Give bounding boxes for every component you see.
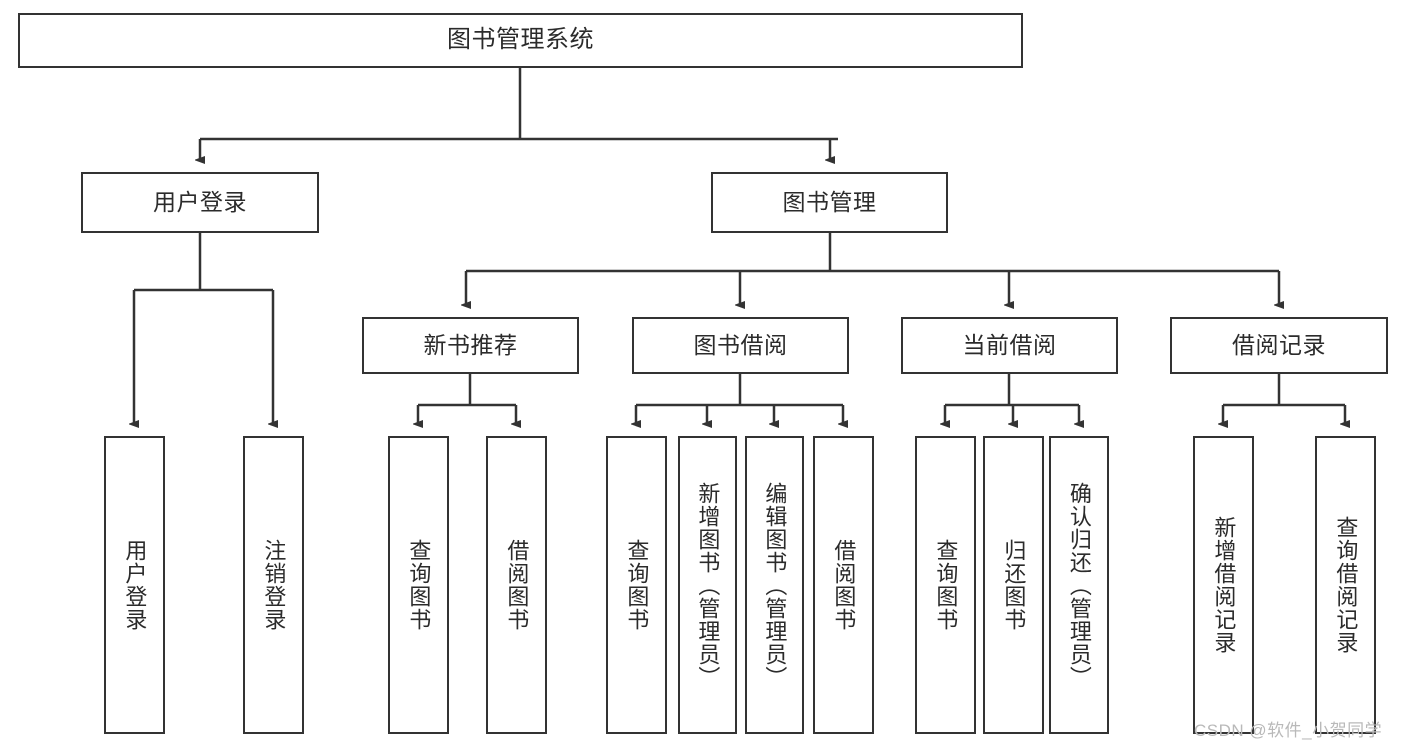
csdn-watermark: CSDN @软件_小贺同学 — [1194, 721, 1383, 740]
node-current-borrow-label: 当前借阅 — [962, 331, 1057, 358]
edge-group-borrow-record — [1223, 374, 1345, 424]
node-book-manage[interactable]: 图书管理 — [711, 172, 948, 233]
leaf-confirm-return-label: 确认归还（管理员） — [1066, 481, 1092, 689]
leaf-query-book[interactable]: 查询图书 — [606, 436, 667, 734]
node-borrow-record[interactable]: 借阅记录 — [1170, 317, 1388, 374]
edge-group-root — [200, 68, 838, 160]
edge-group-new-book-rec — [418, 374, 516, 424]
leaf-borrow-book-label: 借阅图书 — [831, 539, 857, 631]
leaf-user-login[interactable]: 用户登录 — [104, 436, 165, 734]
leaf-query-record[interactable]: 查询借阅记录 — [1315, 436, 1376, 734]
node-root[interactable]: 图书管理系统 — [18, 13, 1023, 68]
node-book-manage-label: 图书管理 — [782, 188, 877, 215]
leaf-query-book-cur-label: 查询图书 — [933, 539, 959, 631]
leaf-query-book-label: 查询图书 — [624, 539, 650, 631]
leaf-borrow-book-rec[interactable]: 借阅图书 — [486, 436, 547, 734]
leaf-add-book-label: 新增图书（管理员） — [695, 481, 721, 689]
node-root-label: 图书管理系统 — [447, 26, 594, 54]
leaf-logout-label: 注销登录 — [261, 539, 287, 631]
leaf-add-record-label: 新增借阅记录 — [1211, 516, 1237, 654]
leaf-confirm-return[interactable]: 确认归还（管理员） — [1049, 436, 1109, 734]
leaf-return-book-label: 归还图书 — [1001, 539, 1027, 631]
node-borrow-record-label: 借阅记录 — [1232, 331, 1326, 358]
node-current-borrow[interactable]: 当前借阅 — [901, 317, 1118, 374]
node-book-borrow-label: 图书借阅 — [693, 331, 788, 358]
edge-group-user-login — [134, 233, 273, 424]
leaf-borrow-book[interactable]: 借阅图书 — [813, 436, 874, 734]
leaf-return-book[interactable]: 归还图书 — [983, 436, 1044, 734]
node-new-book-rec-label: 新书推荐 — [423, 331, 518, 358]
edge-group-current-borrow — [945, 374, 1079, 424]
leaf-query-record-label: 查询借阅记录 — [1333, 516, 1359, 654]
leaf-logout[interactable]: 注销登录 — [243, 436, 304, 734]
leaf-borrow-book-rec-label: 借阅图书 — [504, 539, 530, 631]
leaf-edit-book[interactable]: 编辑图书（管理员） — [745, 436, 804, 734]
leaf-add-book[interactable]: 新增图书（管理员） — [678, 436, 737, 734]
node-user-login-label: 用户登录 — [153, 188, 247, 215]
leaf-query-book-rec-label: 查询图书 — [406, 539, 432, 631]
leaf-query-book-rec[interactable]: 查询图书 — [388, 436, 449, 734]
edge-group-book-manage — [466, 233, 1279, 305]
leaf-query-book-cur[interactable]: 查询图书 — [915, 436, 976, 734]
node-book-borrow[interactable]: 图书借阅 — [632, 317, 849, 374]
edge-group-book-borrow — [636, 374, 843, 424]
node-new-book-rec[interactable]: 新书推荐 — [362, 317, 579, 374]
node-user-login[interactable]: 用户登录 — [81, 172, 319, 233]
leaf-edit-book-label: 编辑图书（管理员） — [762, 481, 788, 689]
leaf-add-record[interactable]: 新增借阅记录 — [1193, 436, 1254, 734]
leaf-user-login-label: 用户登录 — [122, 539, 148, 631]
